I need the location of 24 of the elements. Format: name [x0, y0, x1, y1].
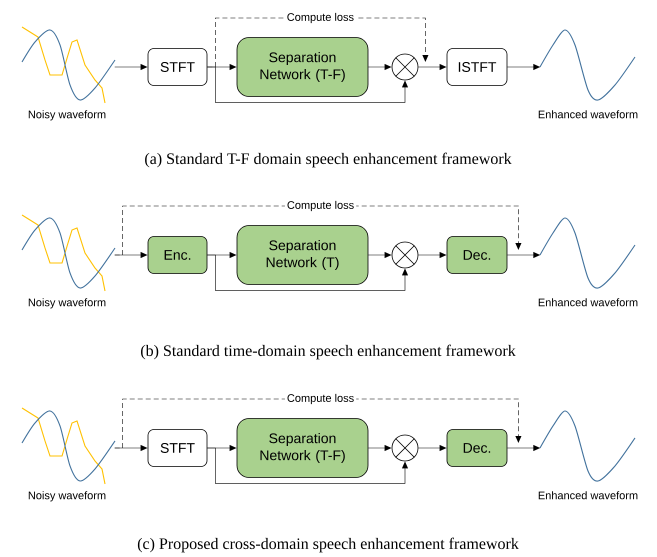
panel-caption: (b) Standard time-domain speech enhancement framework — [141, 344, 516, 360]
process-box: Enc. — [148, 236, 208, 274]
noisy-waveform-drawing: Noisy waveform — [22, 26, 116, 120]
enhanced-waveform-drawing: Enhanced waveform — [538, 29, 638, 118]
edge-label: Compute loss — [288, 394, 354, 404]
edge-label: Compute loss — [288, 200, 354, 212]
noisy-waveform-drawing: Noisy waveform — [22, 214, 116, 308]
network-box: Separation Network (T-F) — [236, 418, 368, 478]
process-box: STFT — [148, 48, 208, 86]
panel-caption: (c) Proposed cross-domain speech enhancement framework — [138, 538, 519, 552]
noisy-waveform-drawing: Noisy waveform — [22, 408, 116, 502]
panel-caption: (a) Standard T-F domain speech enhancement framework — [145, 152, 512, 168]
network-box: Separation Network (T) — [236, 225, 368, 285]
network-box: Separation Network (T-F) — [236, 37, 368, 97]
multiply-symbol — [392, 434, 418, 462]
multiply-symbol — [392, 54, 418, 80]
process-box: Dec. — [446, 429, 508, 467]
edge-label: Compute loss — [287, 12, 354, 24]
enhanced-waveform-drawing: Enhanced waveform — [538, 410, 638, 500]
process-box: ISTFT — [446, 48, 508, 86]
process-box: STFT — [148, 429, 208, 467]
process-box: Dec. — [446, 236, 508, 274]
multiply-symbol — [392, 242, 418, 268]
enhanced-waveform-drawing: Enhanced waveform — [538, 217, 638, 306]
